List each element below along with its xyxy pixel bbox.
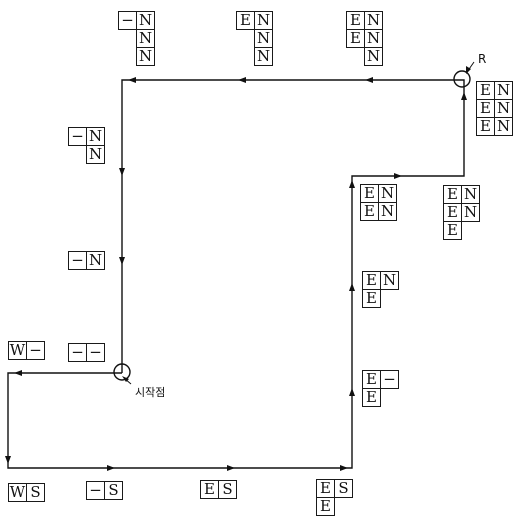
grid-cell: E: [236, 11, 255, 30]
grid-cell: N: [364, 29, 383, 48]
grid-cell: −: [118, 11, 137, 30]
grid-cell: E: [362, 370, 381, 389]
arrow-up-right-1: [349, 388, 355, 396]
grid-cell: W: [8, 483, 27, 502]
grid-cell: S: [104, 481, 123, 500]
start-label: 시작점: [135, 386, 166, 399]
grid-cell: −: [68, 343, 87, 362]
grid-cell: E: [316, 479, 335, 498]
arrow-right-bottom-3: [340, 465, 348, 471]
grid-cell: N: [254, 11, 273, 30]
grid-cell: N: [461, 203, 480, 222]
arrow-left-top-3: [128, 77, 136, 83]
arrow-right-bottom-1: [107, 465, 115, 471]
start-pointer-head: [122, 376, 129, 382]
arrow-up-right-3: [349, 180, 355, 188]
grid-cell: N: [86, 145, 105, 164]
grid-cell: N: [461, 185, 480, 204]
arrow-left-top-1: [365, 77, 373, 83]
arrow-right-step: [394, 173, 402, 179]
grid-cell: E: [362, 289, 381, 308]
arrow-down-left-2: [119, 257, 125, 265]
grid-cell: E: [476, 117, 495, 136]
grid-cell: E: [362, 388, 381, 407]
grid-cell: N: [136, 29, 155, 48]
route-path: [7, 79, 465, 469]
grid-cell: E: [346, 11, 365, 30]
grid-cell: N: [254, 47, 273, 66]
grid-cell: E: [443, 221, 462, 240]
grid-cell: N: [378, 184, 397, 203]
grid-cell: N: [364, 47, 383, 66]
grid-cell: E: [362, 271, 381, 290]
grid-cell: N: [494, 81, 513, 100]
direction-arrows: [5, 77, 467, 471]
grid-cell: W: [8, 341, 27, 360]
grid-cell: N: [86, 251, 105, 270]
grid-cell: N: [494, 117, 513, 136]
arrow-down-left-1: [119, 168, 125, 176]
grid-cell: N: [136, 11, 155, 30]
grid-cell: −: [68, 127, 87, 146]
grid-cell: N: [494, 99, 513, 118]
arrow-left-start: [14, 370, 22, 376]
arrow-right-bottom-2: [227, 465, 235, 471]
grid-cell: E: [346, 29, 365, 48]
grid-cell: S: [218, 480, 237, 499]
grid-cell: −: [86, 481, 105, 500]
grid-cell: E: [360, 202, 379, 221]
r-label: R: [478, 52, 487, 66]
arrow-up-R: [461, 92, 467, 100]
r-circle: [453, 70, 471, 88]
arrow-up-right-2: [349, 283, 355, 291]
grid-cell: N: [378, 202, 397, 221]
grid-cell: E: [360, 184, 379, 203]
grid-cell: E: [316, 497, 335, 516]
grid-cell: E: [476, 81, 495, 100]
arrow-left-top-2: [238, 77, 246, 83]
start-circle: [113, 363, 131, 381]
grid-cell: N: [254, 29, 273, 48]
grid-cell: S: [334, 479, 353, 498]
grid-cell: −: [86, 343, 105, 362]
grid-cell: −: [26, 341, 45, 360]
grid-cell: N: [380, 271, 399, 290]
grid-cell: E: [476, 99, 495, 118]
grid-cell: N: [364, 11, 383, 30]
grid-cell: N: [86, 127, 105, 146]
grid-cell: E: [443, 203, 462, 222]
arrow-down-left: [5, 456, 11, 464]
grid-cell: −: [380, 370, 399, 389]
r-pointer-head: [466, 66, 471, 74]
grid-cell: −: [68, 251, 87, 270]
grid-cell: N: [136, 47, 155, 66]
grid-cell: E: [443, 185, 462, 204]
grid-cell: E: [200, 480, 219, 499]
grid-cell: S: [26, 483, 45, 502]
